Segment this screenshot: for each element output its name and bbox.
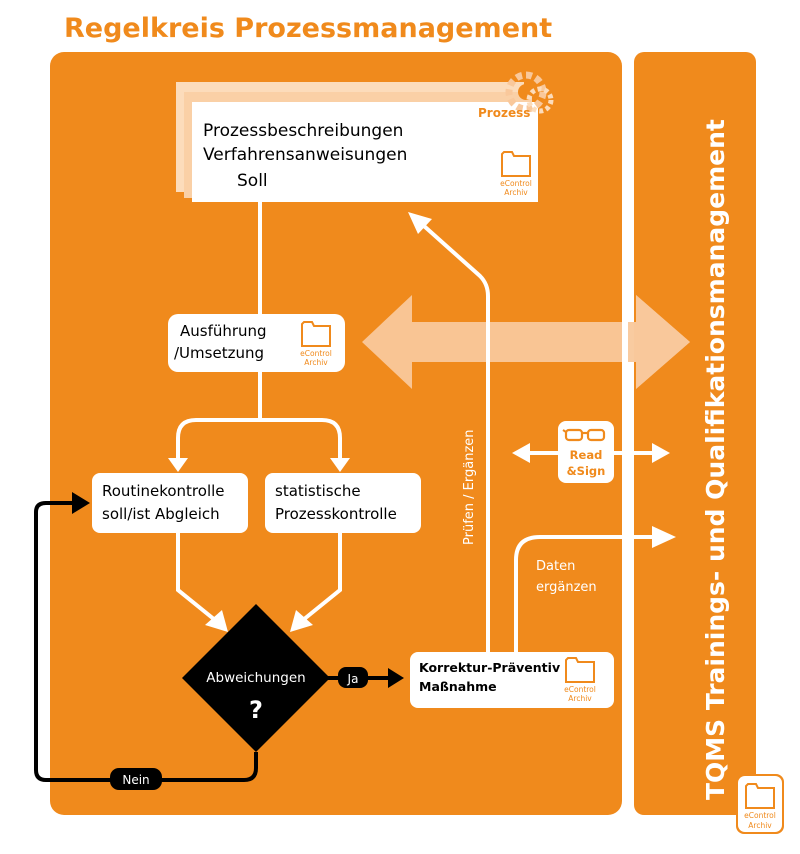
prozess-archive-line1: eControl <box>500 179 532 188</box>
diagram-title: Regelkreis Prozessmanagement <box>64 13 552 44</box>
decision-diamond <box>182 604 330 752</box>
pruefen-label: Prüfen / Ergänzen <box>462 429 477 545</box>
arrowhead <box>72 492 90 514</box>
tqms-label: TQMS Trainings- und Qualifikationsmanage… <box>701 119 730 800</box>
routine-line2: soll/ist Abgleich <box>102 505 220 523</box>
prozess-line3: Soll <box>237 171 268 191</box>
main-panel <box>50 52 622 815</box>
panel-divider <box>622 40 634 820</box>
bidirectional-exchange-arrow <box>362 295 690 389</box>
glasses-icon <box>562 428 606 442</box>
ausfuehrung-archive-line2: Archiv <box>304 358 328 367</box>
read-sign-line2: &Sign <box>567 464 606 478</box>
routine-box <box>92 473 248 533</box>
tqms-archive-line2: Archiv <box>748 821 772 830</box>
arrowhead <box>652 526 676 548</box>
ja-badge <box>338 667 368 688</box>
korrektur-archive-line1: eControl <box>564 685 596 694</box>
ausfuehrung-box <box>168 314 345 372</box>
prozess-line1: Prozessbeschreibungen <box>203 121 403 141</box>
arrowhead <box>168 458 188 472</box>
arrowhead <box>408 212 432 234</box>
nein-label: Nein <box>122 773 149 787</box>
arrowhead <box>512 443 530 463</box>
statistik-line2: Prozesskontrolle <box>275 505 397 523</box>
tqms-archive-line1: eControl <box>744 811 776 820</box>
prozess-line2: Verfahrensanweisungen <box>203 145 407 165</box>
read-sign-line1: Read <box>570 448 603 462</box>
connector-daten <box>514 535 656 652</box>
arrowhead <box>388 668 404 688</box>
korrektur-line1: Korrektur-Präventiv <box>419 660 560 675</box>
prozess-box <box>192 102 538 202</box>
arrowhead <box>205 610 228 632</box>
korrektur-archive-line2: Archiv <box>568 694 592 703</box>
statistik-line1: statistische <box>275 482 361 500</box>
connector-pruefen <box>422 224 490 652</box>
ausfuehrung-archive-line1: eControl <box>300 349 332 358</box>
arrowhead <box>290 610 313 632</box>
decision-symbol: ? <box>249 696 263 724</box>
split-connector <box>176 372 342 462</box>
prozess-badge: Prozess <box>478 106 530 120</box>
ja-label: Ja <box>347 672 359 686</box>
connector-routine-decision <box>176 533 217 622</box>
tqms-panel <box>634 52 756 815</box>
korrektur-line2: Maßnahme <box>419 679 497 694</box>
daten-line1: Daten <box>536 559 575 574</box>
read-sign-box <box>558 421 614 483</box>
prozess-archive-line2: Archiv <box>504 188 528 197</box>
connector-statistik-decision <box>301 533 342 622</box>
ausfuehrung-line1: Ausführung <box>180 322 267 340</box>
arrowhead <box>330 458 350 472</box>
arrowhead <box>652 443 670 463</box>
ausfuehrung-line2: /Umsetzung <box>174 344 264 362</box>
gear-icon-small <box>526 86 554 114</box>
nein-badge <box>110 768 162 790</box>
daten-line2: ergänzen <box>536 580 597 595</box>
decision-label: Abweichungen <box>206 670 305 686</box>
connector-nein-loop <box>34 501 258 782</box>
statistik-box <box>265 473 421 533</box>
routine-line1: Routinekontrolle <box>102 482 225 500</box>
korrektur-box <box>410 652 614 708</box>
